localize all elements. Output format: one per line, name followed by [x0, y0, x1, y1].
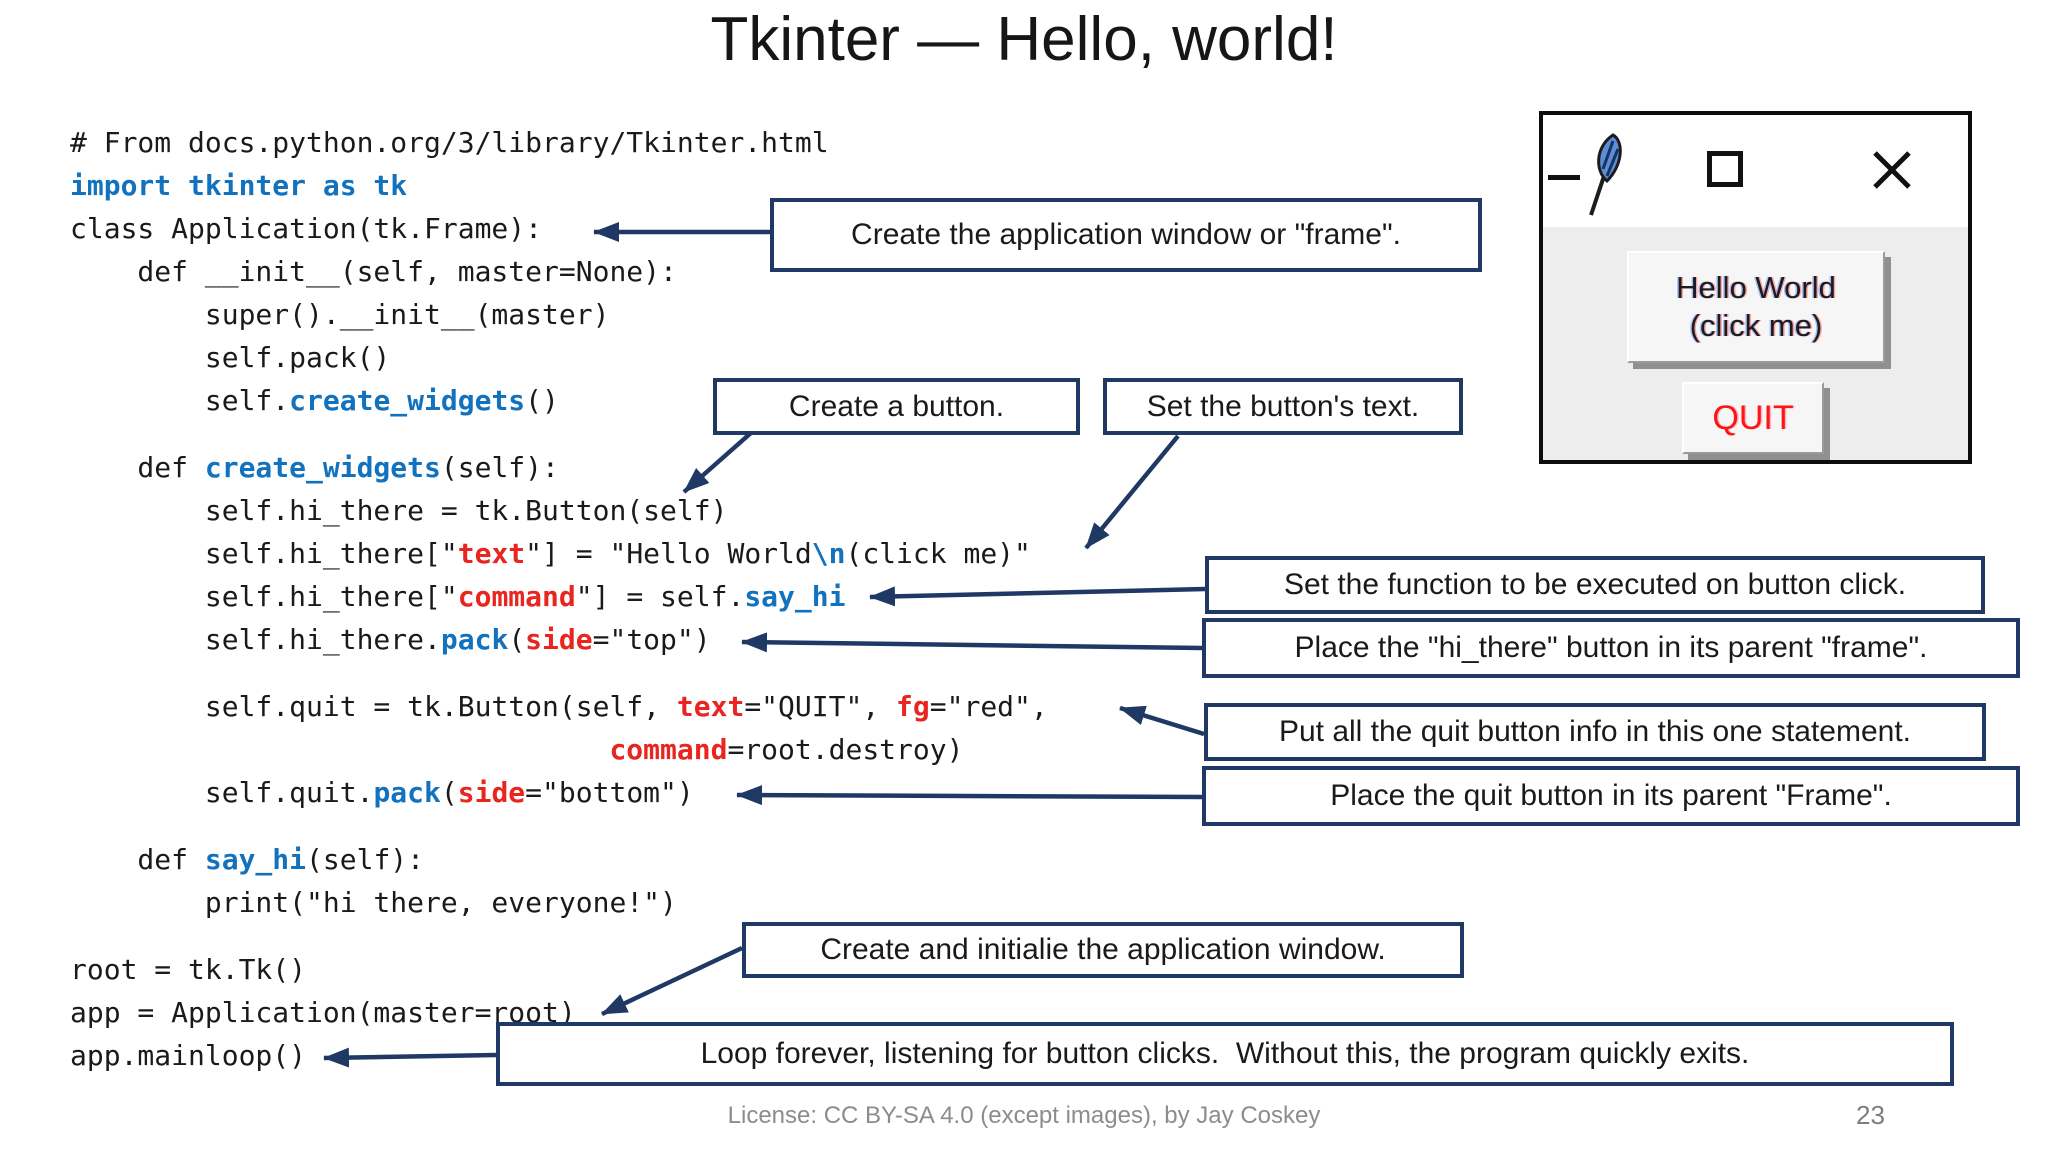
callout-create-frame: Create the application window or "frame"…: [770, 198, 1482, 272]
code-line: self.pack(): [70, 341, 391, 374]
code-line: self.hi_there = tk.Button(self): [70, 494, 728, 527]
minimize-dash-icon[interactable]: [1548, 175, 1580, 180]
page-number: 23: [1856, 1100, 1885, 1130]
quit-button[interactable]: QUIT: [1682, 382, 1824, 454]
tk-titlebar: [1543, 115, 1968, 227]
license-text: License: CC BY-SA 4.0 (except images), b…: [727, 1102, 1321, 1129]
maximize-icon[interactable]: [1707, 151, 1743, 187]
code-line: print("hi there, everyone!"): [70, 886, 677, 919]
page-title: Tkinter — Hello, world!: [710, 5, 1338, 74]
callout-pack-bottom: Place the quit button in its parent "Fra…: [1202, 766, 2020, 826]
code-line: super().__init__(master): [70, 298, 610, 331]
close-icon[interactable]: [1871, 149, 1913, 191]
code-line: self.create_widgets(): [70, 384, 559, 417]
callout-create-button: Create a button.: [713, 378, 1080, 435]
code-line: command=root.destroy): [609, 733, 964, 766]
callout-pack-top: Place the "hi_there" button in its paren…: [1202, 618, 2020, 678]
code-line: self.quit.pack(side="bottom"): [70, 776, 694, 809]
code-line: self.quit = tk.Button(self, text="QUIT",…: [70, 690, 1048, 723]
hello-button-line1: Hello World: [1676, 270, 1836, 305]
code-line: class Application(tk.Frame):: [70, 212, 543, 245]
code-block: # From docs.python.org/3/library/Tkinter…: [70, 121, 1048, 1077]
tk-feather-icon: [1589, 133, 1622, 216]
arrow-quit-info: [1119, 705, 1205, 737]
callout-quit-info: Put all the quit button info in this one…: [1204, 703, 1986, 761]
tk-window-screenshot: Hello World (click me) QUIT: [1539, 111, 1972, 464]
callout-create-init: Create and initialie the application win…: [742, 922, 1464, 978]
code-line: def create_widgets(self):: [70, 451, 559, 484]
code-blank-line: [70, 814, 1048, 838]
code-line: root = tk.Tk(): [70, 953, 307, 986]
callout-button-text: Set the button's text.: [1103, 378, 1463, 435]
hello-button-line2: (click me): [1689, 308, 1823, 343]
code-line: self.hi_there.pack(side="top"): [70, 623, 711, 656]
hello-world-button[interactable]: Hello World (click me): [1627, 251, 1885, 363]
callout-command: Set the function to be executed on butto…: [1205, 556, 1985, 614]
callout-mainloop: Loop forever, listening for button click…: [496, 1022, 1954, 1086]
code-line: self.hi_there["command"] = self.say_hi: [70, 580, 846, 613]
code-line: def __init__(self, master=None):: [70, 255, 677, 288]
code-line: app.mainloop(): [70, 1039, 307, 1072]
code-line: self.hi_there["text"] = "Hello World\n(c…: [70, 537, 1031, 570]
code-line: # From docs.python.org/3/library/Tkinter…: [70, 126, 829, 159]
code-line: def say_hi(self):: [70, 843, 425, 876]
arrow-button-text: [1084, 434, 1180, 550]
code-line: import tkinter as tk: [70, 169, 408, 202]
tk-client-area: Hello World (click me) QUIT: [1543, 227, 1968, 460]
code-blank-line: [70, 661, 1048, 685]
